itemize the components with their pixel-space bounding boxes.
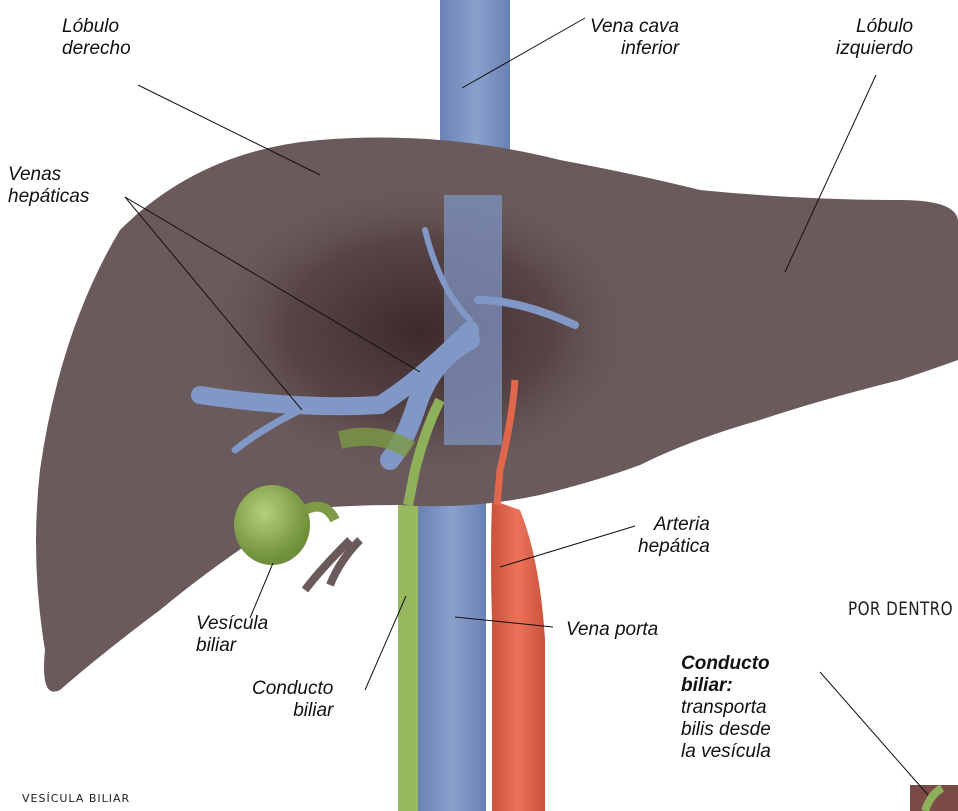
side-description: Conducto biliar: transporta bilis desde … (681, 653, 771, 763)
por-dentro-title: POR DENTRO (848, 598, 953, 620)
label-vena-cava: Vena cava inferior (590, 16, 679, 60)
liver-inner-shadow (200, 180, 640, 480)
gallbladder-neck (305, 507, 335, 520)
label-arteria-hepatica: Arteria hepática (638, 514, 710, 558)
label-vena-porta: Vena porta (566, 619, 658, 641)
conducto-biliar-vessel (398, 495, 418, 811)
label-vesicula-biliar: Vesícula biliar (196, 613, 268, 657)
arteria-hepatica-vessel (491, 500, 545, 811)
label-lobulo-izquierdo: Lóbulo izquierdo (836, 16, 913, 60)
label-lobulo-derecho: Lóbulo derecho (62, 16, 131, 60)
cystic-vessels (305, 540, 360, 590)
footer-caption: VESÍCULA BILIAR (22, 792, 130, 805)
label-venas-hepaticas: Venas hepáticas (8, 164, 89, 208)
side-term: Conducto biliar: (681, 653, 771, 697)
vena-porta-vessel (418, 490, 486, 811)
side-description-text: transporta bilis desde la vesícula (681, 697, 771, 763)
label-conducto-biliar: Conducto biliar (252, 678, 333, 722)
gallbladder-shape (234, 485, 310, 565)
